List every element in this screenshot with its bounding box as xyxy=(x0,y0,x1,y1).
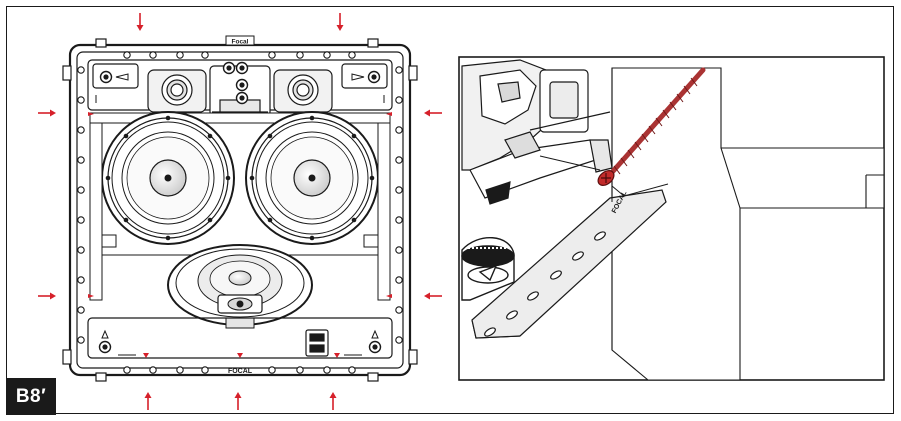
left-woofer xyxy=(101,111,235,245)
right-woofer xyxy=(245,111,379,245)
dog-ear-clamp xyxy=(461,236,515,301)
top-bracket xyxy=(87,59,393,117)
side-tabs xyxy=(62,38,418,382)
brand-label-bottom: FOCAL xyxy=(228,368,253,375)
bracket-mechanism xyxy=(461,59,613,205)
brand-label-top: Focal xyxy=(232,39,249,46)
speaker-front-view: Focal xyxy=(62,35,418,382)
step-badge: B8′ xyxy=(6,378,56,415)
wood-screw-icon xyxy=(597,67,706,186)
figure-frame xyxy=(6,6,894,414)
center-tweeter xyxy=(167,244,313,329)
mounting-flange xyxy=(471,189,667,339)
screw-detail-view: FOCAL xyxy=(458,56,885,381)
mounting-holes xyxy=(77,51,403,374)
